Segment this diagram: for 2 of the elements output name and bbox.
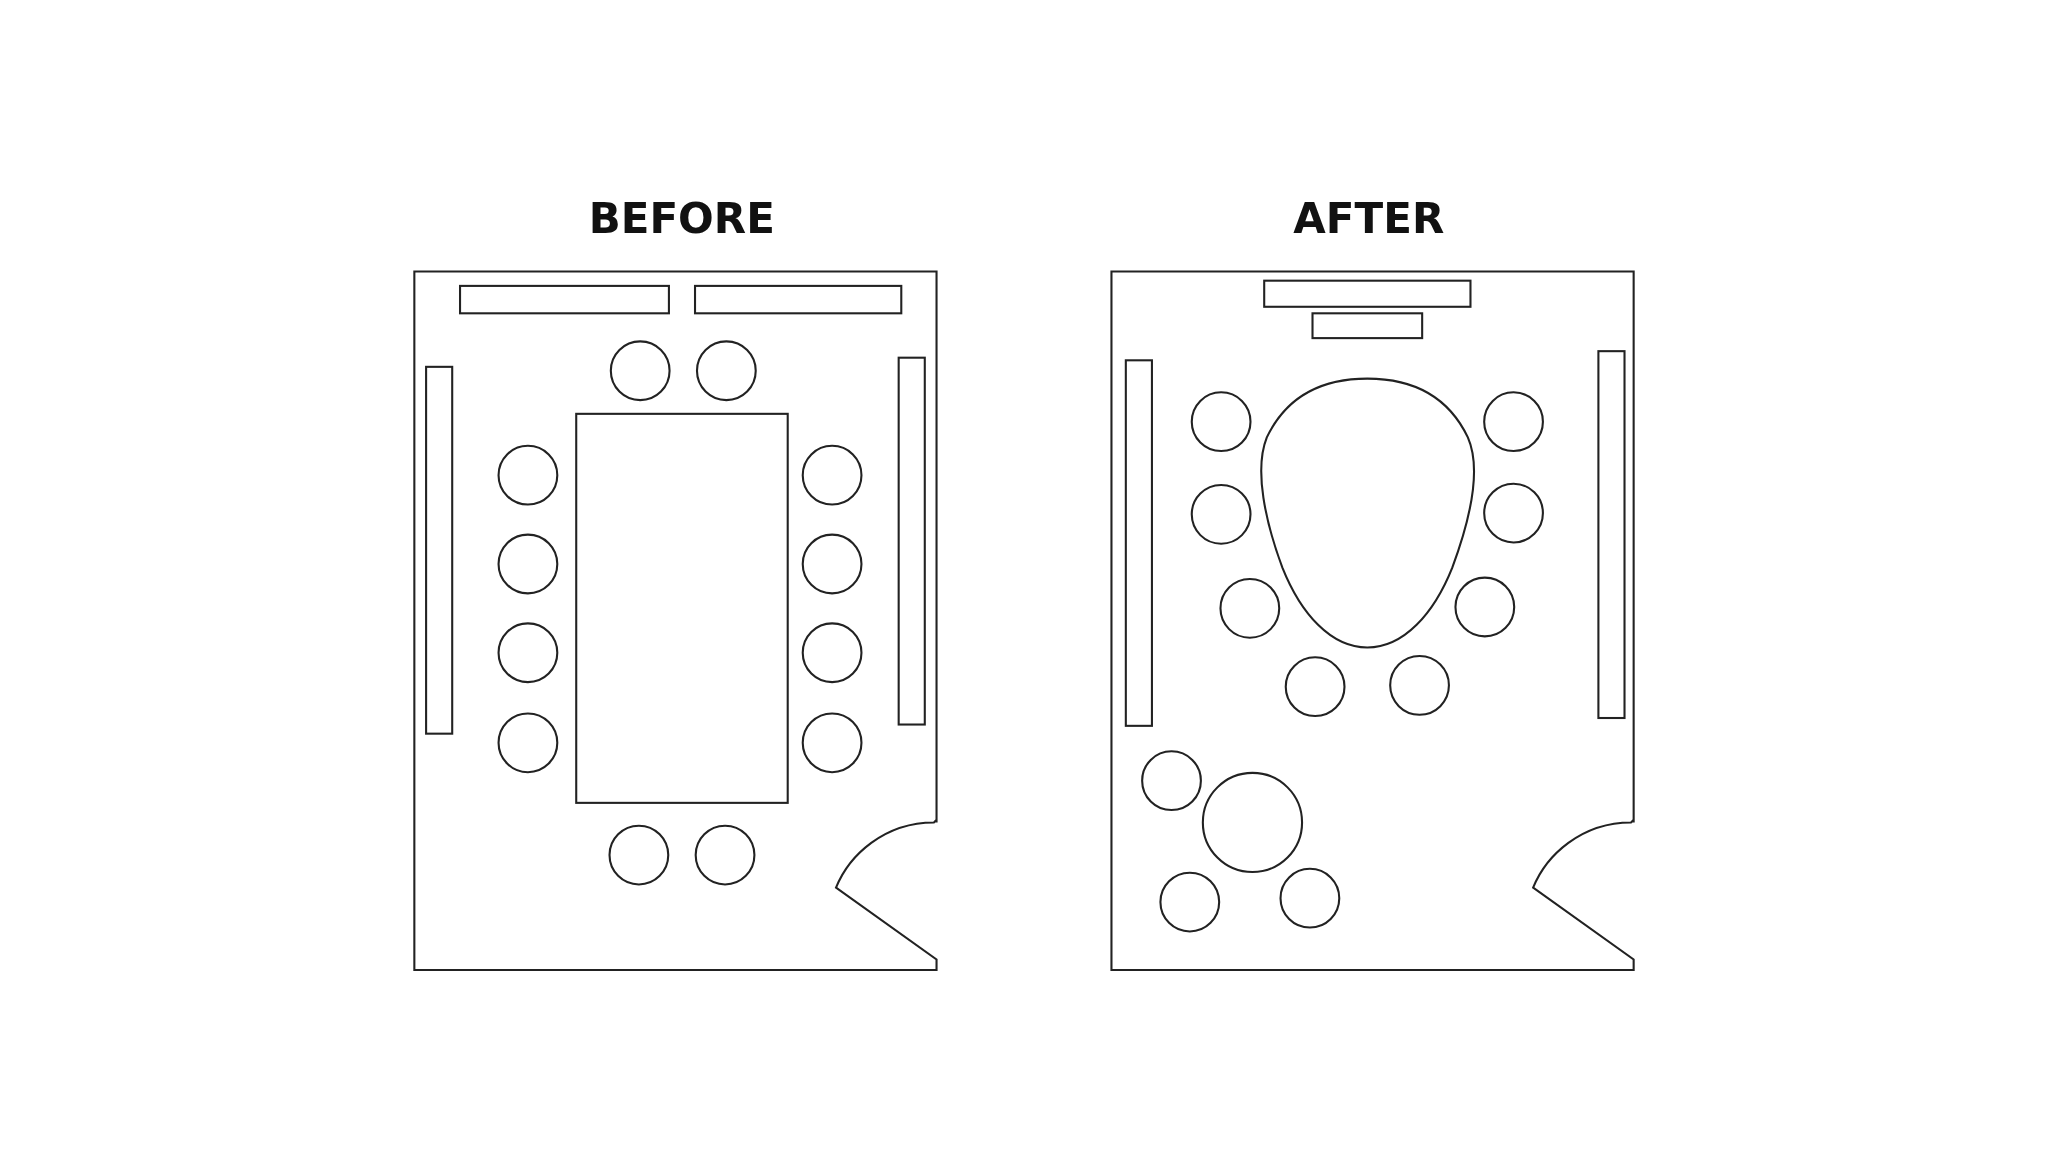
heading: AFTER xyxy=(1293,193,1445,243)
heading: BEFORE xyxy=(588,193,775,243)
